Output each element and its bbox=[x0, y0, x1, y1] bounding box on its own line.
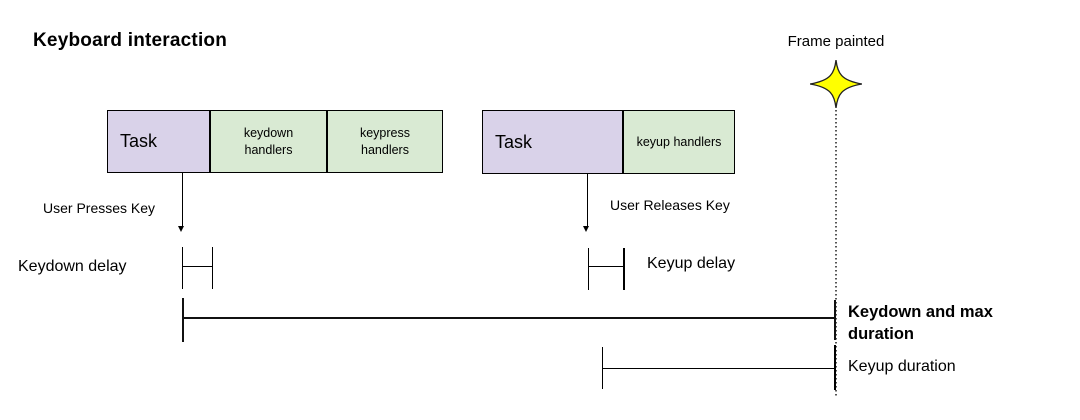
page-title: Keyboard interaction bbox=[33, 30, 228, 51]
keyup-delay-connector bbox=[588, 265, 624, 267]
frame-painted-dotted-line bbox=[835, 110, 837, 396]
keyup-duration-end-tick bbox=[834, 345, 836, 390]
keydown-delay-label: Keydown delay bbox=[18, 258, 127, 275]
keyup-duration-label: Keyup duration bbox=[848, 358, 956, 375]
keyup-duration-line bbox=[602, 367, 835, 369]
keydown-handlers-box: keydown handlers bbox=[210, 110, 327, 173]
keydown-duration-start-tick bbox=[182, 298, 184, 342]
user-releases-key-label: User Releases Key bbox=[610, 197, 730, 213]
keyup-delay-label: Keyup delay bbox=[647, 255, 736, 272]
keydown-duration-end-tick bbox=[833, 300, 836, 340]
keyup-delay-start-tick bbox=[587, 248, 589, 290]
keydown-task-label: Task bbox=[120, 131, 158, 151]
keydown-delay-connector bbox=[182, 265, 212, 267]
keydown-task-box: Task bbox=[107, 110, 210, 173]
keypress-handlers-box: keypress handlers bbox=[327, 110, 443, 173]
keyup-task-box: Task bbox=[482, 110, 623, 174]
keyup-delay-end-tick bbox=[623, 248, 625, 290]
user-presses-key-label: User Presses Key bbox=[43, 200, 156, 216]
keydown-duration-line bbox=[183, 316, 835, 319]
keydown-delay-start-tick bbox=[181, 247, 183, 289]
frame-painted-label: Frame painted bbox=[787, 33, 885, 50]
keyup-task-label: Task bbox=[495, 131, 533, 152]
keydown-max-duration-label: Keydown and max duration bbox=[848, 303, 993, 343]
keydown-handlers-label: keydown handlers bbox=[243, 126, 294, 157]
frame-painted-star-icon bbox=[810, 60, 862, 108]
user-releases-key-arrow-line bbox=[586, 174, 588, 226]
keydown-delay-end-tick bbox=[211, 247, 213, 289]
user-presses-key-arrowhead-icon bbox=[178, 226, 184, 232]
keypress-handlers-label: keypress handlers bbox=[359, 126, 411, 157]
user-presses-key-arrow-line bbox=[181, 173, 183, 226]
keyup-handlers-label: keyup handlers bbox=[636, 134, 722, 149]
user-releases-key-arrowhead-icon bbox=[583, 226, 589, 232]
keyup-handlers-box: keyup handlers bbox=[623, 110, 735, 174]
